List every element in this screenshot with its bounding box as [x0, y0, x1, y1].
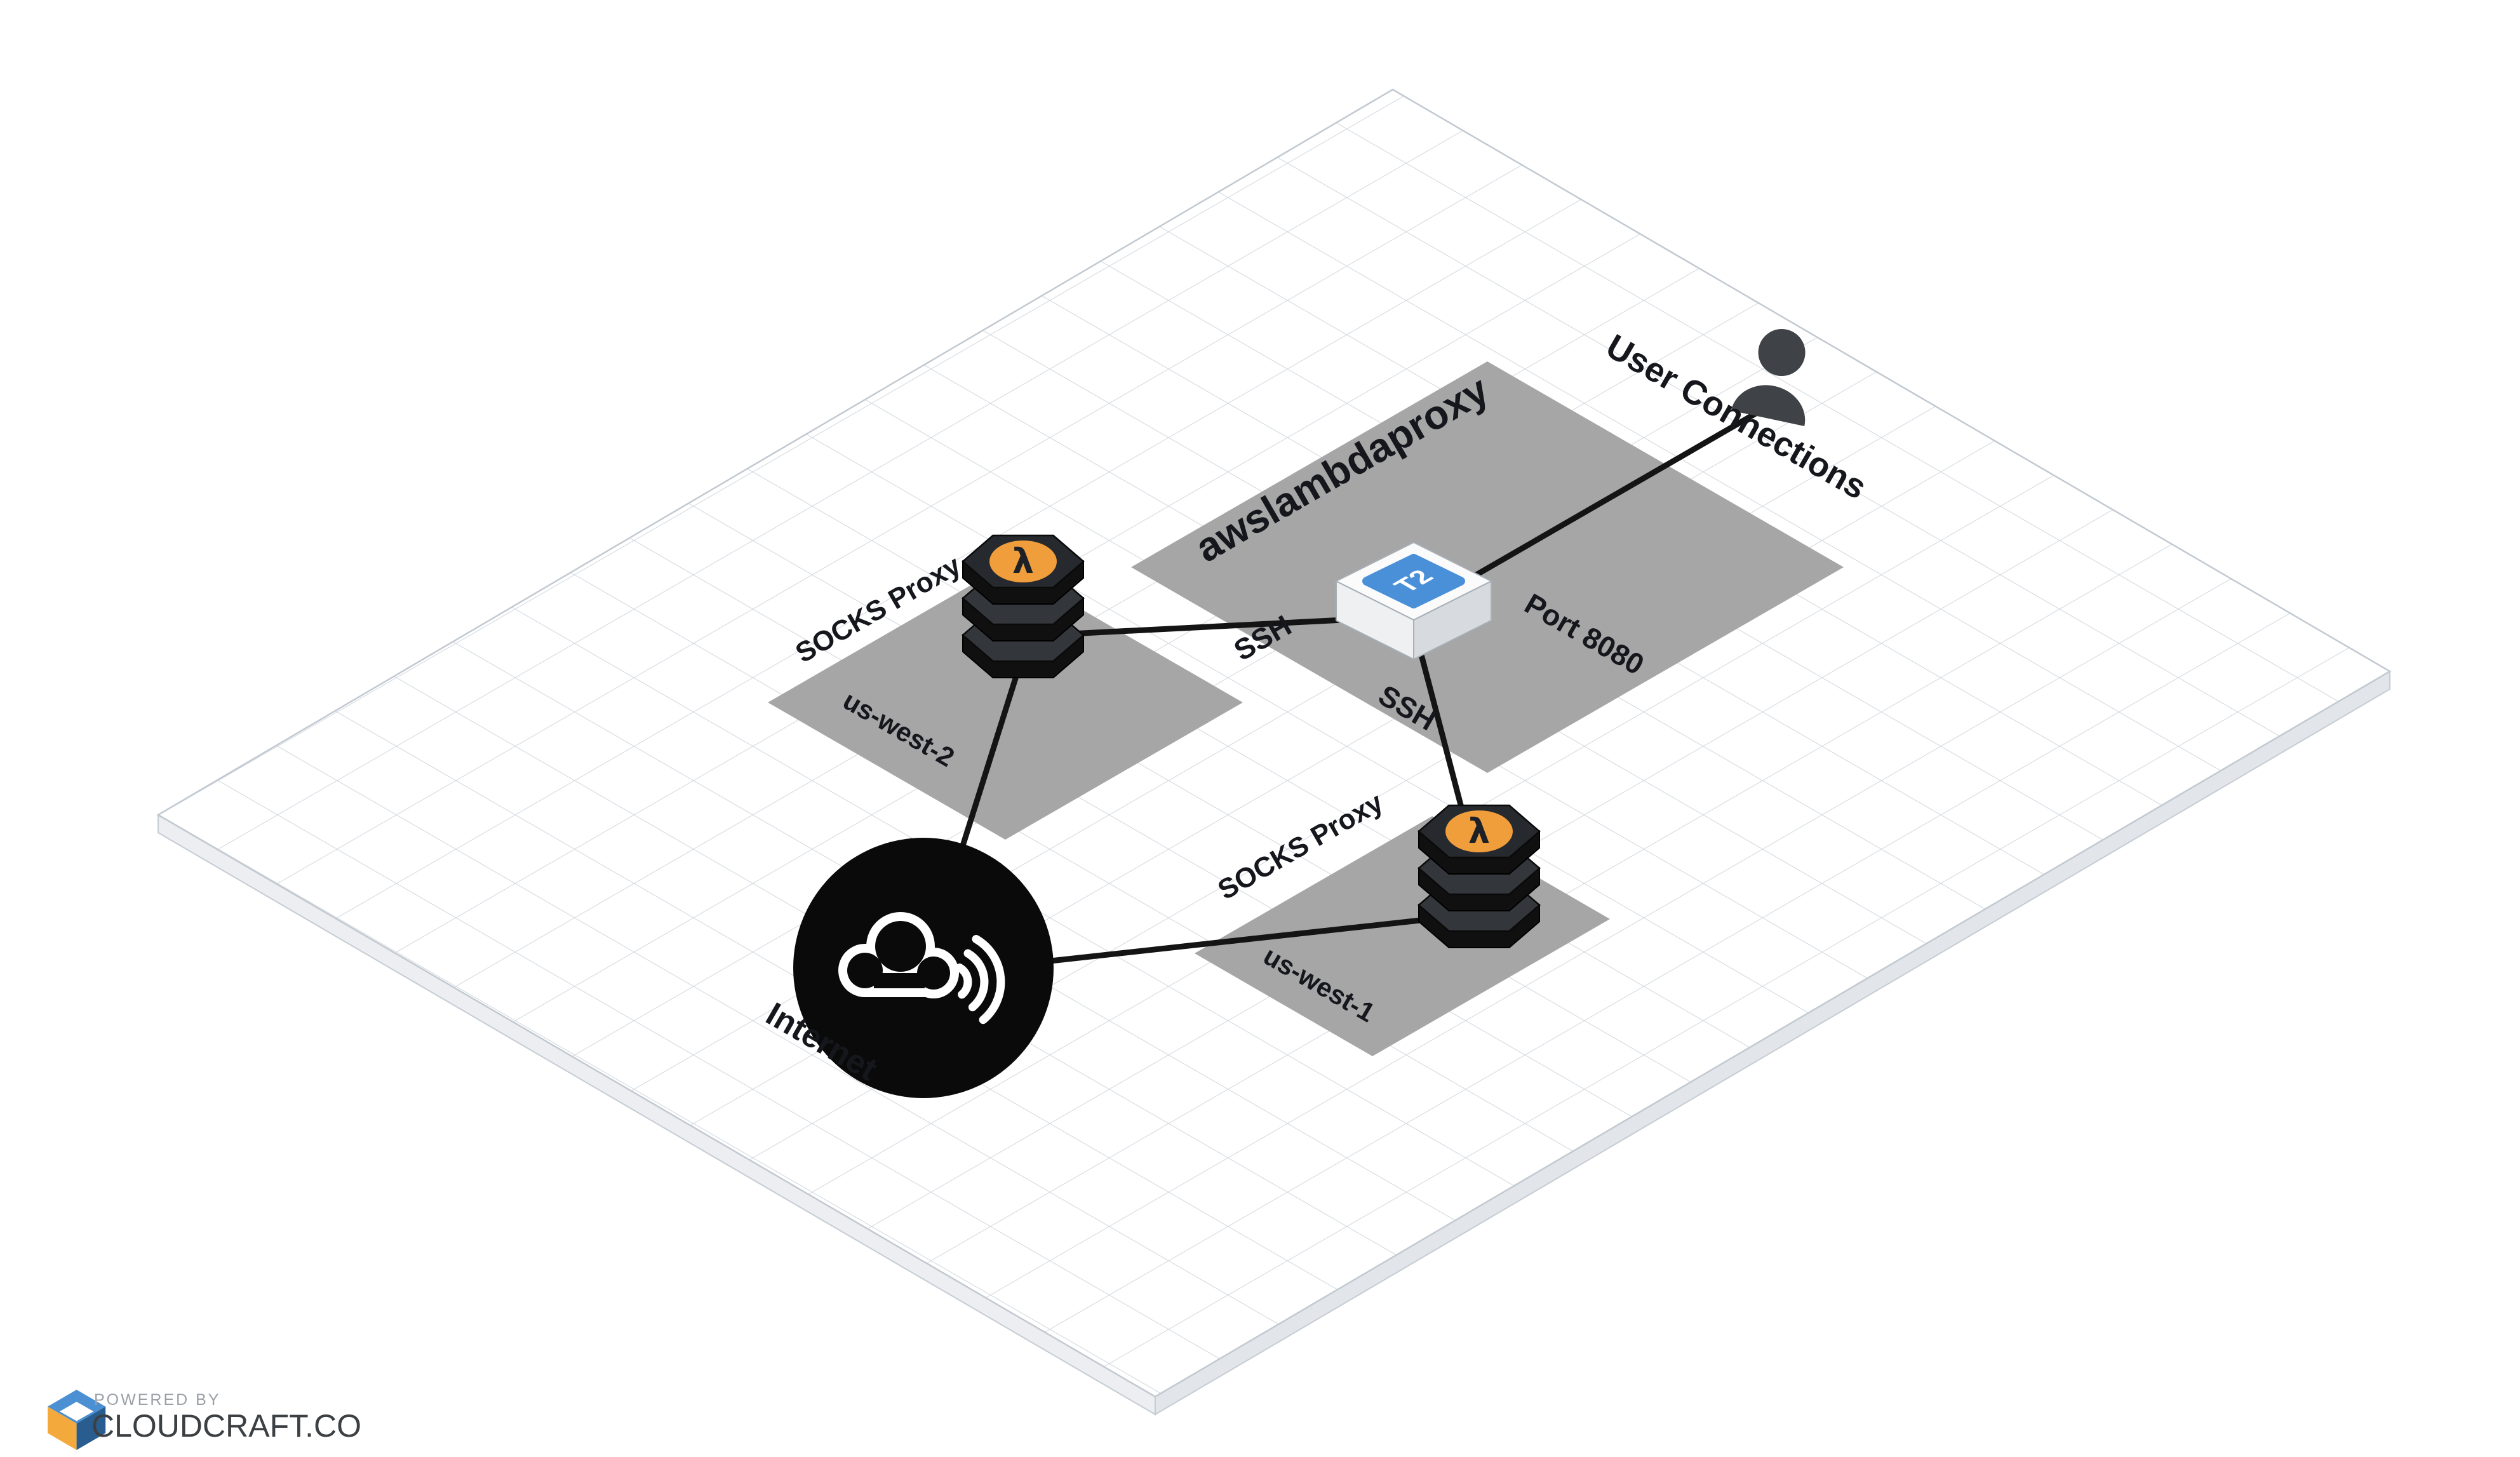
internet-signal-arcs — [955, 935, 1005, 1024]
iso-floor — [156, 88, 2392, 1416]
powered-by-label: POWERED BY — [94, 1391, 220, 1409]
node-lambda-us-west-1[interactable]: λ — [1418, 804, 1541, 948]
lambda-glyph: λ — [1012, 541, 1034, 581]
node-internet[interactable] — [793, 838, 1054, 1098]
lambda-stack-icon: λ — [962, 534, 1085, 678]
connection-lambda2-internet[interactable] — [1007, 913, 1464, 969]
lambda-stack-icon: λ — [1418, 804, 1541, 948]
internet-cloud-icon — [838, 912, 1005, 1024]
lambda-badge — [989, 540, 1057, 582]
connection-user-t2[interactable] — [1451, 406, 1766, 591]
lambda-glyph: λ — [1468, 811, 1490, 851]
lambda-badge — [1445, 810, 1513, 852]
node-user[interactable] — [1731, 322, 1823, 426]
grid-lines — [156, 88, 2392, 1398]
node-t2-instance[interactable]: T2 — [1334, 541, 1493, 661]
footer-branding: POWERED BY CLOUDCRAFT.CO — [48, 1390, 361, 1450]
t2-badge — [1362, 554, 1465, 608]
node-lambda-us-west-2[interactable]: λ — [962, 534, 1085, 678]
cloudcraft-logo-icon[interactable] — [48, 1390, 106, 1450]
user-icon — [1731, 329, 1806, 426]
cloudcraft-brand-link[interactable]: CLOUDCRAFT.CO — [91, 1408, 361, 1444]
